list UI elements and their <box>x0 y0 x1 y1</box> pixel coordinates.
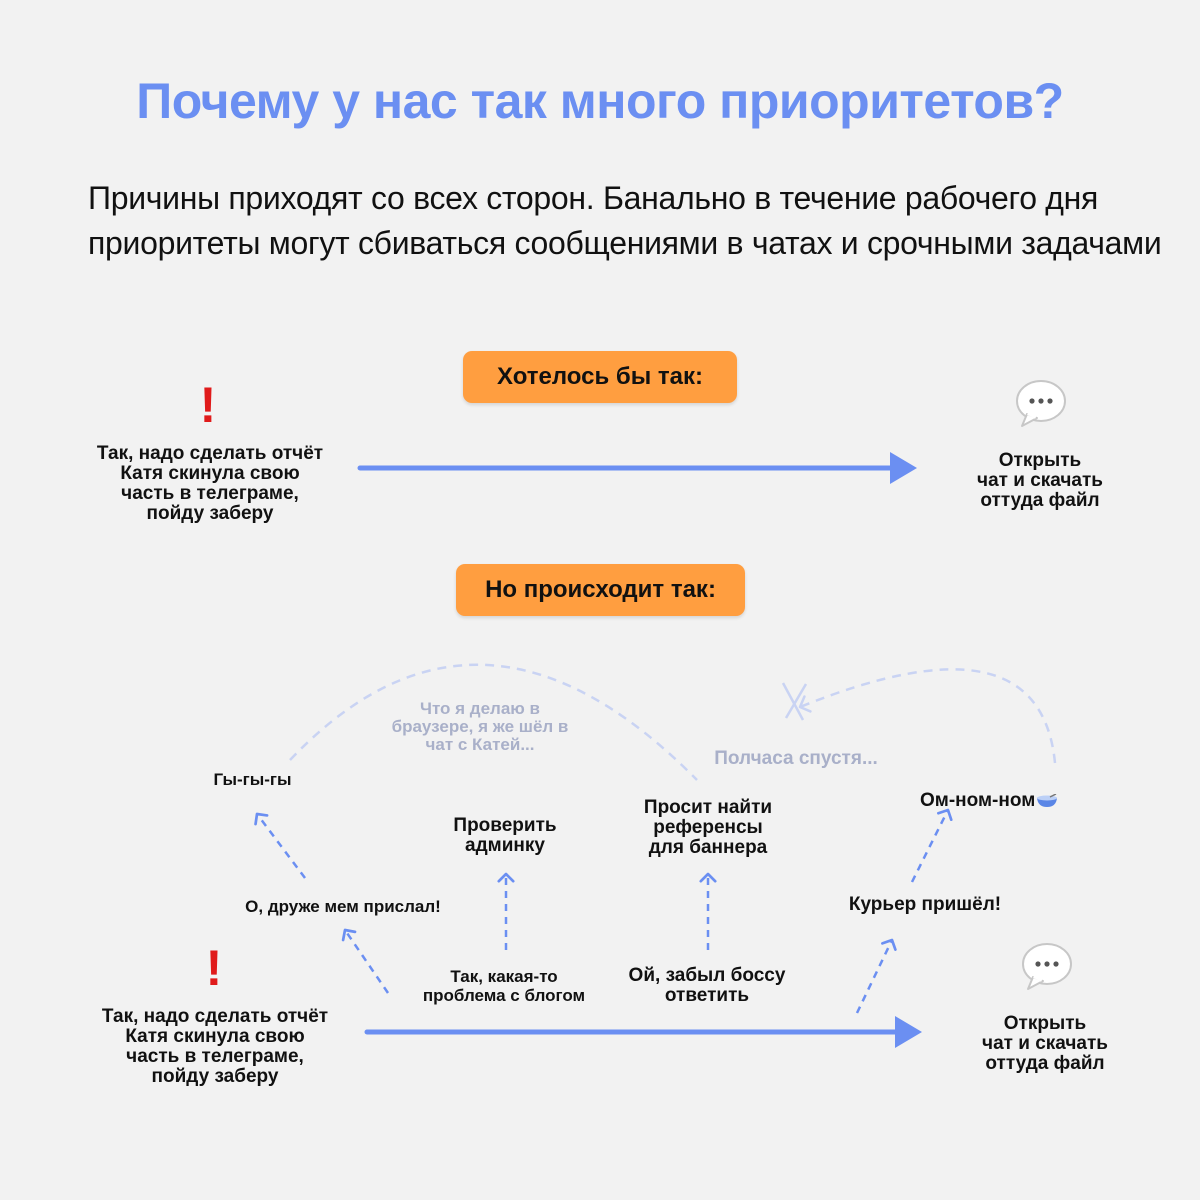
reality-label: Но происходит так: <box>485 576 716 603</box>
arrow-to-courier <box>855 938 897 1014</box>
bowl-icon <box>1037 793 1058 807</box>
speech-bubble-icon <box>1013 376 1069 437</box>
node-boss: Ой, забыл боссу ответить <box>628 965 786 1006</box>
node-blog-problem: Так, какая-то проблема с блогом <box>422 967 586 1005</box>
node-check-admin: Проверить админку <box>453 815 557 856</box>
faded-curve-browser <box>289 663 698 781</box>
node-laugh: Гы-гы-гы <box>213 770 292 789</box>
ideal-start-text: Так, надо сделать отчёт Катя скинула сво… <box>96 443 324 524</box>
reality-arrowhead <box>895 1016 922 1048</box>
ideal-end-text: Открыть чат и скачать оттуда файл <box>977 450 1103 511</box>
cross-mark <box>781 682 808 721</box>
node-references: Просит найти референсы для баннера <box>643 797 773 858</box>
reality-start-text: Так, надо сделать отчёт Катя скинула сво… <box>101 1006 329 1087</box>
faded-browser-thought: Что я делаю в браузере, я же шёл в чат с… <box>391 699 569 754</box>
node-eating: Ом-ном-ном <box>920 771 1070 811</box>
node-meme: О, друже мем прислал! <box>245 897 441 916</box>
faded-curve-return <box>798 668 1057 764</box>
arrow-to-eating <box>910 808 953 883</box>
exclamation-icon: ! <box>205 940 223 996</box>
reality-label-pill: Но происходит так: <box>456 564 745 616</box>
page-title: Почему у нас так много приоритетов? <box>136 73 1064 129</box>
arrow-to-meme <box>341 928 390 994</box>
exclamation-icon: ! <box>199 377 217 433</box>
node-eating-label: Ом-ном-ном <box>920 790 1036 811</box>
ideal-label: Хотелось бы так: <box>497 363 703 390</box>
page-subtitle: Причины приходят со всех сторон. Банальн… <box>88 180 1162 261</box>
arrow-to-laugh <box>254 812 306 879</box>
reality-end-text: Открыть чат и скачать оттуда файл <box>982 1013 1108 1074</box>
faded-half-hour: Полчаса спустя... <box>714 748 878 769</box>
ideal-label-pill: Хотелось бы так: <box>463 351 737 403</box>
ideal-arrowhead <box>890 452 917 484</box>
speech-bubble-icon <box>1019 939 1075 1000</box>
node-courier: Курьер пришёл! <box>848 894 1002 915</box>
